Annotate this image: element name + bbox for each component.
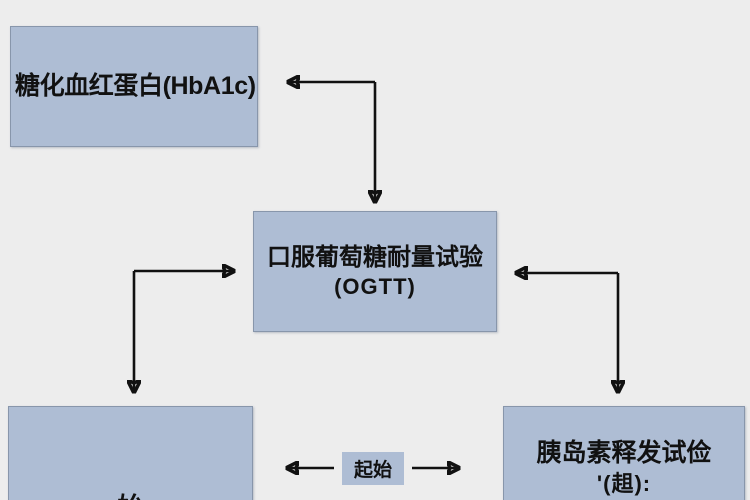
node-bottom-left[interactable]: 始 xyxy=(8,406,253,500)
edge-bottom-left-to-ogtt xyxy=(134,271,234,392)
node-insulin-label-line2: '(趄): xyxy=(596,470,652,496)
node-ogtt-text: 口服葡萄糖耐量试验 (OGTT) xyxy=(254,242,496,302)
edge-insulin-to-ogtt xyxy=(516,273,618,392)
edge-ogtt-to-hba1c xyxy=(288,82,375,202)
node-ogtt[interactable]: 口服葡萄糖耐量试验 (OGTT) xyxy=(253,211,497,332)
node-insulin-label-line1: 胰岛素释发试俭 xyxy=(536,439,712,467)
start-label-chip[interactable]: 起始 xyxy=(342,452,404,485)
node-insulin[interactable]: 胰岛素释发试俭 '(趄): xyxy=(503,406,745,500)
node-bottom-left-label: 始 xyxy=(9,491,252,500)
start-label-text: 起始 xyxy=(353,460,392,481)
node-ogtt-label-line1: 口服葡萄糖耐量试验 xyxy=(267,243,483,271)
node-hba1c-label: 糖化血红蛋白(HbA1c) xyxy=(15,72,256,101)
node-hba1c[interactable]: 糖化血红蛋白(HbA1c) xyxy=(10,26,258,147)
node-insulin-text: 胰岛素释发试俭 '(趄): xyxy=(504,407,744,498)
node-ogtt-label-line2: (OGTT) xyxy=(334,273,416,299)
